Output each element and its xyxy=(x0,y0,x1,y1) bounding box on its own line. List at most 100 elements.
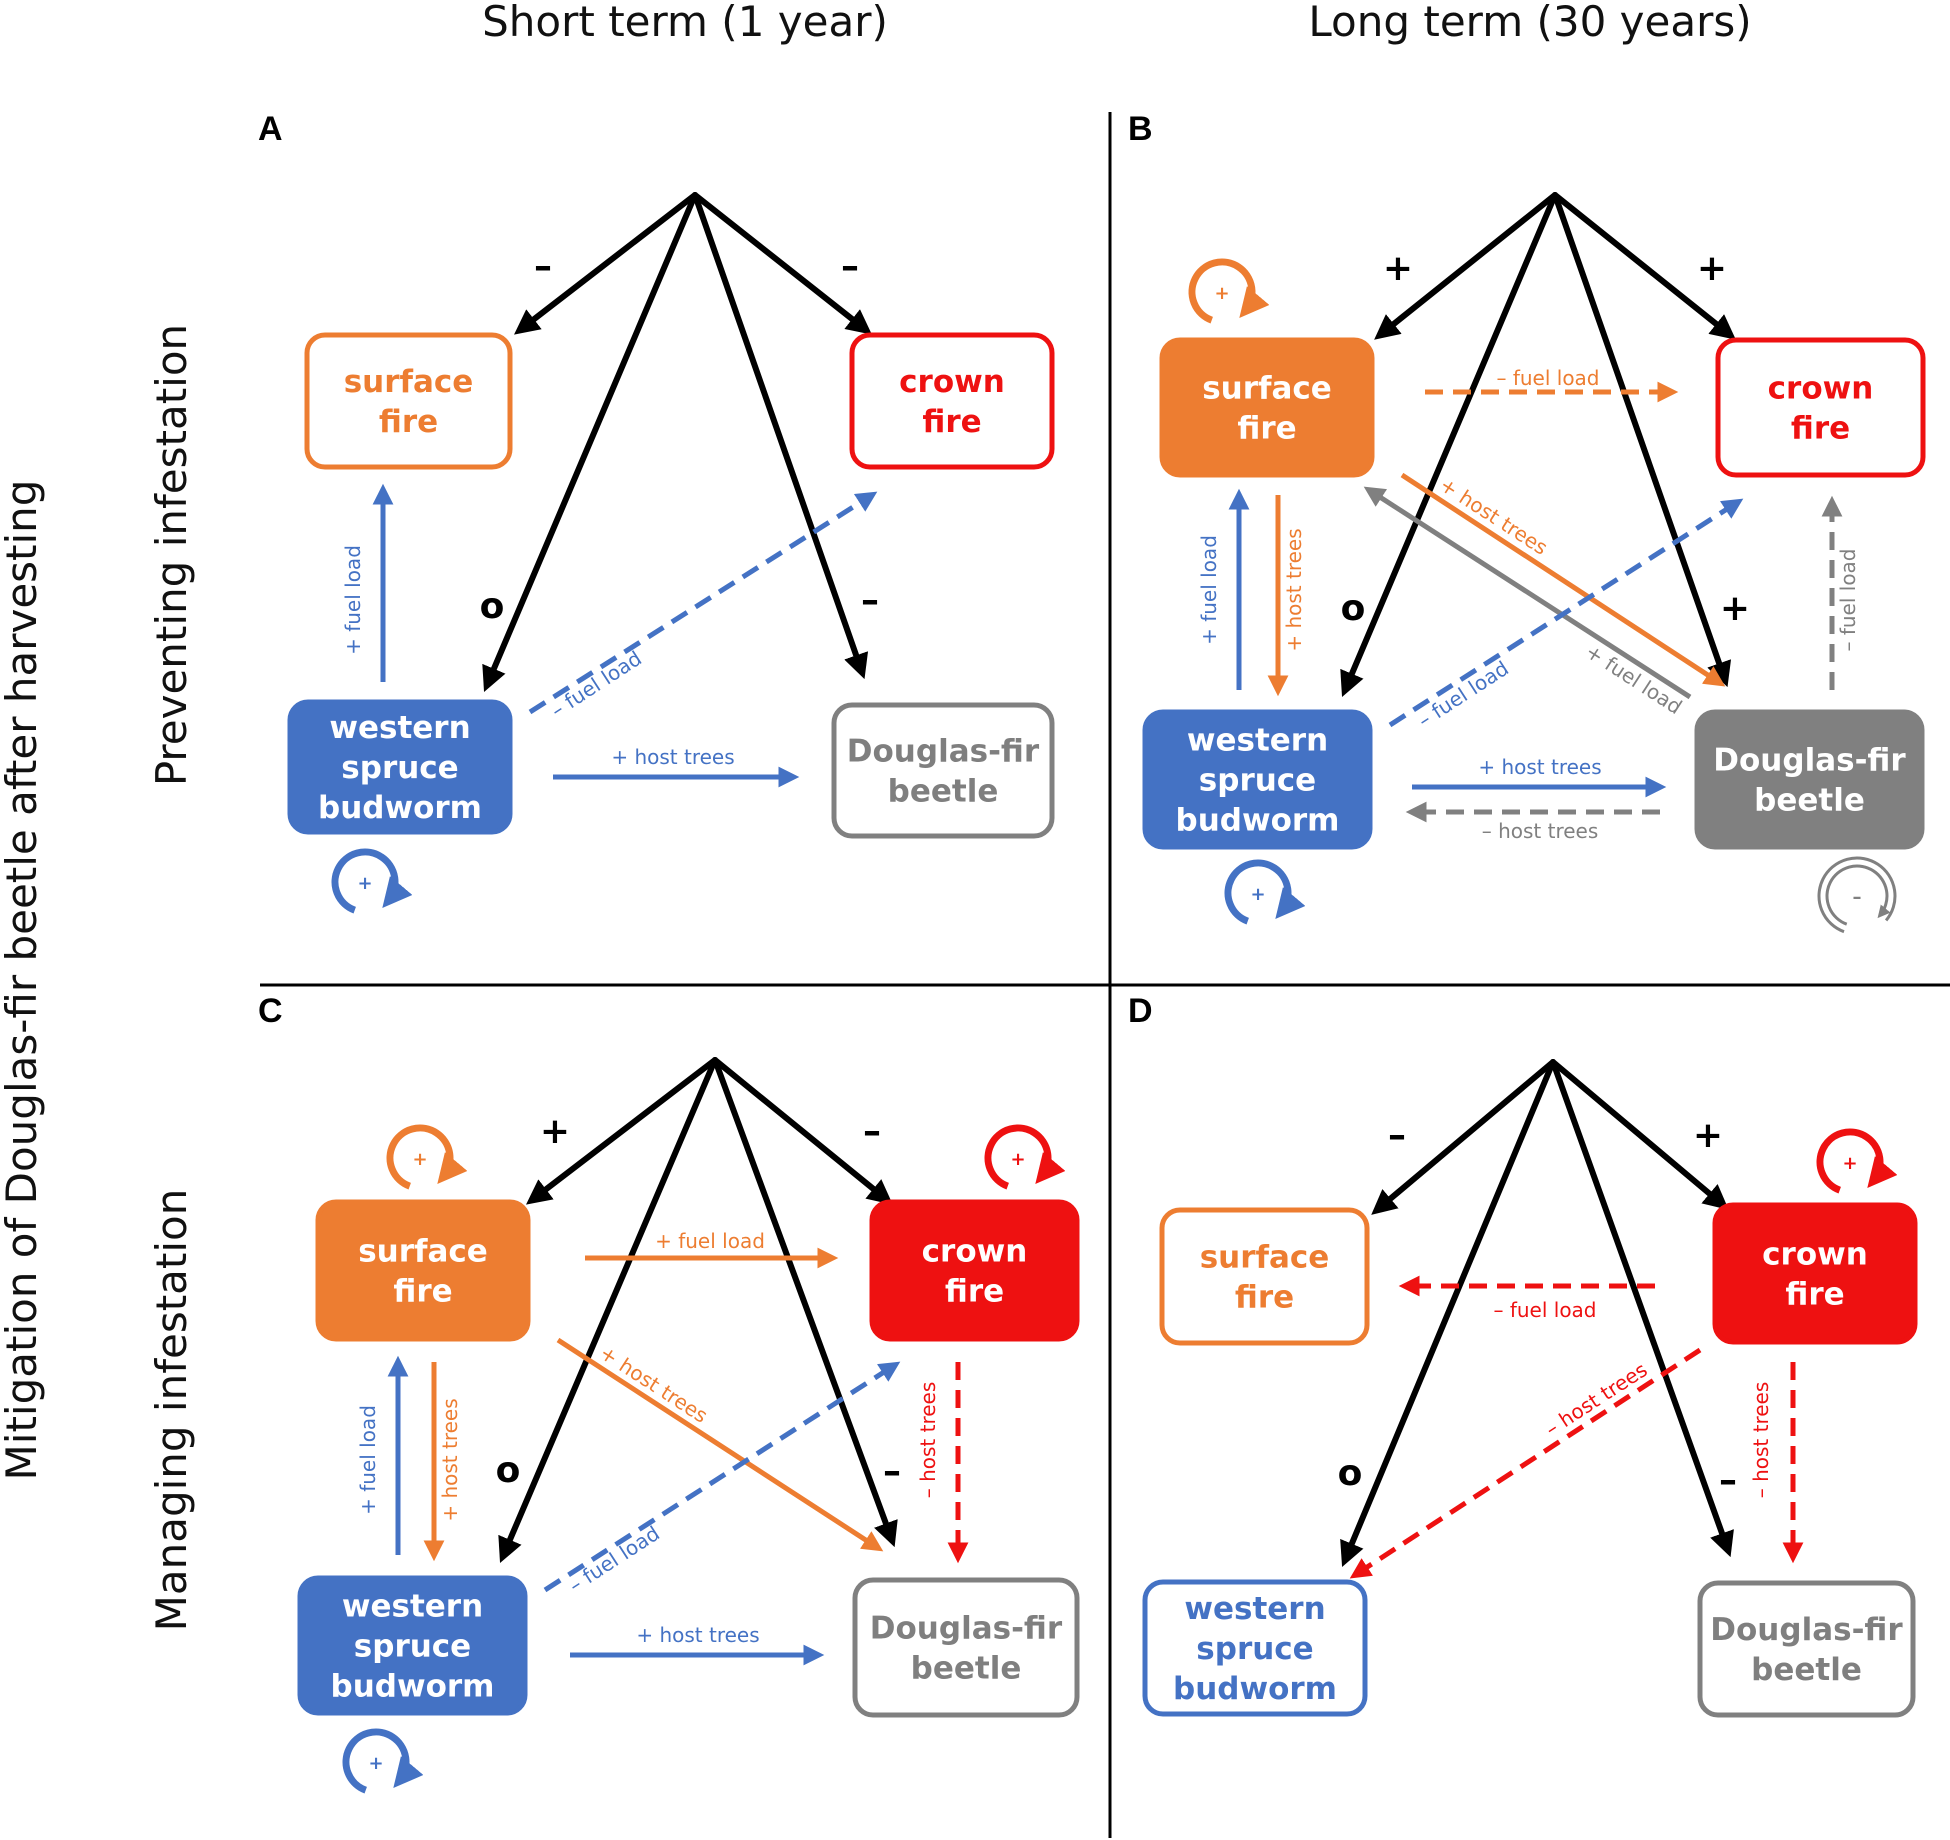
node-label-line: fire xyxy=(945,1274,1004,1310)
node-label-line: crown xyxy=(899,364,1005,400)
intervention-arrow-crown xyxy=(1552,192,1736,340)
self-loop-sign: + xyxy=(368,1753,383,1774)
self-loop-surface: + xyxy=(1188,258,1270,324)
edge-surface-beetle xyxy=(1400,472,1726,687)
panel-label: C xyxy=(258,992,283,1030)
intervention-sign-surface: + xyxy=(1383,248,1413,289)
panel-d: D–+o–– fuel load– host trees– host trees… xyxy=(1128,992,1918,1718)
self-loop-crown: + xyxy=(1816,1128,1898,1194)
self-loop-sign: + xyxy=(1250,884,1265,905)
intervention-arrow-budworm xyxy=(1340,1059,1556,1567)
node-label-line: fire xyxy=(1237,411,1296,447)
node-label-line: beetle xyxy=(1751,1652,1862,1688)
edge-label-beetle-budworm: – host trees xyxy=(1482,819,1599,843)
edge-label-surface-budworm: + host trees xyxy=(1282,528,1306,651)
edge-label-budworm-surface: + fuel load xyxy=(341,545,365,655)
node-label-line: fire xyxy=(1235,1280,1294,1316)
node-label-line: budworm xyxy=(331,1669,495,1705)
node-label-line: surface xyxy=(1200,1240,1330,1276)
self-loop-crown: + xyxy=(984,1124,1066,1190)
intervention-sign-crown: + xyxy=(1697,248,1727,289)
intervention-arrow-beetle xyxy=(1550,1059,1734,1558)
node-label-line: Douglas-fir xyxy=(847,734,1040,770)
self-loop-surface: + xyxy=(386,1124,468,1190)
edge-label-crown-surface: – fuel load xyxy=(1493,1298,1596,1322)
node-label-line: Douglas-fir xyxy=(1710,1612,1903,1648)
node-label-line: Douglas-fir xyxy=(870,1611,1063,1647)
node-label-line: Douglas-fir xyxy=(1713,743,1906,779)
edge-label-crown-beetle: – host trees xyxy=(1749,1382,1773,1499)
edge-label-crown-budworm: – host trees xyxy=(1541,1357,1652,1441)
self-loop-budworm: + xyxy=(331,848,413,914)
self-loop-sign: + xyxy=(412,1149,427,1170)
edge-budworm-crown xyxy=(543,1361,901,1593)
intervention-sign-beetle: – xyxy=(861,580,879,621)
node-label-line: fire xyxy=(922,404,981,440)
panel-label: A xyxy=(258,110,283,148)
intervention-sign-crown: – xyxy=(863,1111,881,1152)
edge-label-surface-crown: + fuel load xyxy=(655,1229,765,1253)
node-label-line: fire xyxy=(1791,411,1850,447)
intervention-arrow-beetle xyxy=(692,192,869,680)
column-header-long-term: Long term (30 years) xyxy=(1308,0,1751,46)
edge-label-budworm-surface: + fuel load xyxy=(1197,535,1221,645)
node-label-line: fire xyxy=(379,404,438,440)
intervention-sign-beetle: + xyxy=(1720,588,1750,629)
node-label-line: crown xyxy=(1768,371,1874,407)
intervention-arrow-crown xyxy=(692,192,872,335)
intervention-arrow-crown xyxy=(712,1057,893,1205)
edge-budworm-crown xyxy=(528,491,878,715)
intervention-sign-crown: – xyxy=(841,246,859,287)
node-label-line: spruce xyxy=(354,1629,471,1665)
intervention-arrow-budworm xyxy=(498,1057,718,1563)
self-loop-sign: + xyxy=(357,873,372,894)
node-surface: surface fire xyxy=(304,332,513,470)
intervention-sign-budworm: o xyxy=(1338,1453,1363,1494)
edge-label-budworm-beetle: + host trees xyxy=(1478,755,1601,779)
edge-label-budworm-crown: – fuel load xyxy=(564,1521,663,1597)
intervention-sign-budworm: o xyxy=(480,586,505,627)
node-crown: crown fire xyxy=(869,1199,1080,1342)
node-label-line: budworm xyxy=(1176,803,1340,839)
edge-label-crown-beetle: – host trees xyxy=(916,1382,940,1499)
edge-label-surface-budworm: + host trees xyxy=(438,1398,462,1521)
node-label-line: western xyxy=(1184,1591,1325,1627)
edge-label-budworm-beetle: + host trees xyxy=(636,1623,759,1647)
self-loop-sign: + xyxy=(1214,283,1229,304)
self-loop-sign: + xyxy=(1010,1149,1025,1170)
node-label-line: spruce xyxy=(341,750,458,786)
intervention-sign-surface: – xyxy=(534,246,552,287)
edge-label-surface-beetle: + host trees xyxy=(596,1340,712,1427)
panel-a: A––o–+ fuel load– fuel load+ host trees+… xyxy=(258,110,1055,914)
node-budworm: western spruce budworm xyxy=(297,1575,528,1716)
node-crown: crown fire xyxy=(849,332,1055,470)
node-label-line: crown xyxy=(1762,1237,1868,1273)
edge-label-budworm-beetle: + host trees xyxy=(611,745,734,769)
node-label-line: surface xyxy=(1202,371,1332,407)
panel-label: B xyxy=(1128,110,1153,148)
intervention-arrow-crown xyxy=(1550,1059,1729,1210)
intervention-arrow-surface xyxy=(1374,192,1558,340)
node-label-line: surface xyxy=(358,1234,488,1270)
intervention-arrow-surface xyxy=(525,1057,718,1205)
row-header-preventing: Preventing infestation xyxy=(147,324,196,786)
node-label-line: budworm xyxy=(1173,1671,1337,1707)
edge-surface-beetle xyxy=(556,1337,884,1552)
node-label-line: surface xyxy=(344,364,474,400)
self-loop-sign: + xyxy=(1842,1153,1857,1174)
intervention-sign-budworm: o xyxy=(1341,588,1366,629)
edge-label-beetle-crown: – fuel load xyxy=(1836,548,1860,651)
panel-b: B + + o + – fuel load + fuel load + host trees +… xyxy=(1128,110,1926,934)
intervention-sign-surface: – xyxy=(1388,1115,1406,1156)
edge-budworm-crown xyxy=(1388,498,1744,728)
node-surface: surface fire xyxy=(1159,337,1375,478)
node-label-line: crown xyxy=(922,1234,1028,1270)
node-label-line: western xyxy=(342,1589,483,1625)
intervention-sign-beetle: – xyxy=(1719,1460,1737,1501)
edge-beetle-surface xyxy=(1363,486,1692,700)
